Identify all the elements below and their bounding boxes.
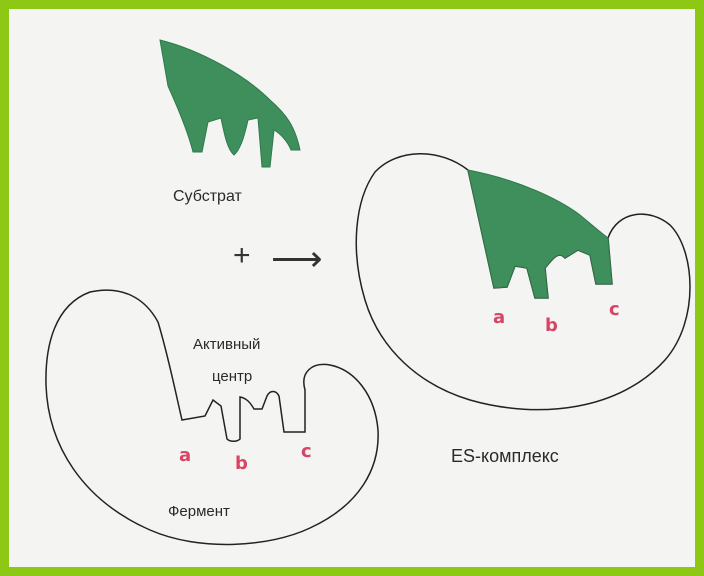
complex-site-b: b [545,317,558,335]
complex-site-c: c [609,301,620,319]
substrate-shape [160,40,300,167]
plus-sign: + [233,241,251,271]
enzyme-label: Фермент [168,504,230,519]
complex-site-a: a [493,309,505,327]
bound-substrate-shape [468,170,612,298]
enzyme-site-b: b [235,455,248,473]
reaction-arrow: ⟶ [271,241,323,277]
es-complex-label: ES-комплекс [451,447,559,465]
active-center-label-line1: Активный [193,337,260,352]
substrate-label: Субстрат [173,189,242,205]
diagram-canvas [9,9,695,567]
active-center-label-line2: центр [212,369,252,384]
enzyme-site-c: c [301,443,312,461]
enzyme-site-a: a [179,447,191,465]
